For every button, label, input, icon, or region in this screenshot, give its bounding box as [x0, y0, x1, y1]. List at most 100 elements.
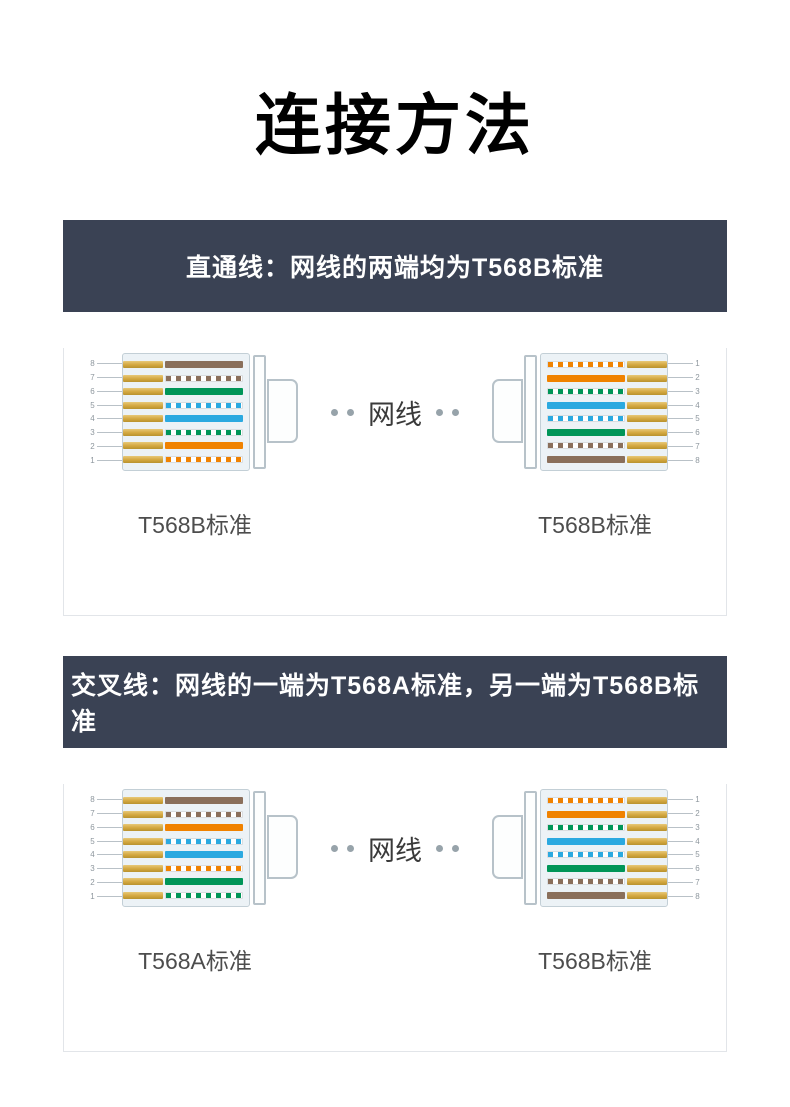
boot-stub: [492, 815, 523, 879]
pin-row: 2: [88, 879, 122, 887]
pin-lead-line: [97, 812, 122, 814]
pin-lead-line: [97, 799, 122, 800]
wire-row-brown-white: [123, 810, 249, 818]
wire-row-blue-white: [541, 851, 667, 859]
labels-row: T568A标准 T568B标准: [64, 942, 726, 976]
gold-contact: [627, 415, 667, 423]
wire-row-brown: [123, 361, 249, 368]
wire-blue: [547, 401, 625, 409]
cable-middle: 网线: [302, 829, 488, 868]
gold-contact: [123, 837, 163, 845]
pin-row: 1: [668, 795, 702, 804]
pin-lead-line: [97, 882, 122, 884]
wire-row-orange-white: [123, 455, 249, 463]
pin-row: 7: [88, 372, 122, 382]
gold-contact: [627, 388, 667, 396]
pin-lead-line: [668, 432, 693, 434]
gold-contact: [627, 428, 667, 436]
cable-dots-right: [436, 844, 459, 852]
pin-number: 7: [90, 372, 95, 382]
plug-body: [122, 789, 250, 907]
pin-lead-line: [97, 363, 122, 364]
pin-row: 3: [668, 823, 702, 831]
wire-brown: [547, 455, 625, 463]
gold-contact: [627, 891, 667, 899]
pin-row: 5: [88, 836, 122, 846]
pin-lead-line: [668, 459, 693, 461]
pin-row: 4: [668, 401, 702, 409]
cable-dot: [436, 844, 443, 852]
pin-number: 1: [695, 359, 700, 368]
wire-row-blue: [123, 851, 249, 859]
page-title: 连接方法: [255, 88, 535, 162]
gold-contact: [627, 810, 667, 818]
diagram-row: 8 7 6 5 4 3 2 1 网线: [64, 784, 726, 912]
wire-row-blue: [123, 415, 249, 423]
pin-row: 6: [88, 386, 122, 396]
pin-number: 5: [90, 400, 95, 410]
wire-row-orange-white: [541, 797, 667, 804]
pin-row: 2: [88, 443, 122, 451]
wire-row-green-white: [123, 891, 249, 899]
connector-boot: [488, 348, 540, 476]
wire-green-white: [547, 824, 625, 832]
pin-number: 7: [695, 442, 700, 452]
gold-contact: [123, 361, 163, 368]
wire-brown: [165, 797, 243, 804]
pin-row: 8: [88, 360, 122, 368]
gold-contact: [627, 442, 667, 450]
wire-green: [547, 864, 625, 872]
wire-row-green: [541, 428, 667, 436]
pin-row: 8: [88, 796, 122, 804]
gold-contact: [123, 388, 163, 396]
pin-number: 5: [90, 836, 95, 846]
wire-orange-white: [165, 455, 243, 463]
cable-middle: 网线: [302, 393, 488, 432]
wire-row-blue: [541, 837, 667, 845]
pin-row: 4: [88, 850, 122, 860]
gold-contact: [627, 837, 667, 845]
pin-lead-line: [97, 840, 122, 842]
pin-lead-line: [668, 390, 693, 392]
gold-contact: [123, 878, 163, 886]
standard-label-left: T568B标准: [138, 512, 252, 538]
gold-contact: [627, 374, 667, 382]
pin-number: 1: [695, 795, 700, 804]
pin-number: 6: [90, 822, 95, 832]
wire-orange-white: [547, 797, 625, 804]
gold-contact: [123, 851, 163, 859]
wire-green: [165, 388, 243, 396]
gold-contact: [123, 455, 163, 463]
gold-contact: [627, 455, 667, 463]
pin-lead-line: [668, 812, 693, 814]
pin-number: 3: [90, 864, 95, 874]
diagram-row: 8 7 6 5 4 3 2 1 网线: [64, 348, 726, 476]
pin-lead-line: [668, 826, 693, 828]
wire-blue-white: [165, 401, 243, 409]
wire-blue-white: [547, 851, 625, 859]
pin-lead-line: [668, 363, 693, 364]
wire-brown-white: [547, 878, 625, 886]
pin-row: 3: [88, 864, 122, 874]
wire-row-brown-white: [541, 442, 667, 450]
labels-row: T568B标准 T568B标准: [64, 506, 726, 540]
cable-label: 网线: [368, 399, 422, 430]
pin-number: 7: [695, 878, 700, 888]
cable-dot: [347, 844, 354, 852]
pin-number: 3: [90, 428, 95, 438]
pin-number: 6: [90, 386, 95, 396]
pin-number: 4: [90, 850, 95, 860]
standard-label-left: T568A标准: [138, 948, 252, 974]
cable-dots-left: [331, 408, 354, 416]
pin-number: 1: [90, 455, 95, 465]
pin-row: 7: [88, 809, 122, 817]
cable-dot: [331, 844, 338, 852]
pin-row: 2: [668, 373, 702, 381]
wire-blue: [547, 837, 625, 845]
pin-row: 5: [668, 415, 702, 423]
gold-contact: [123, 401, 163, 409]
cable-dot: [436, 408, 443, 416]
